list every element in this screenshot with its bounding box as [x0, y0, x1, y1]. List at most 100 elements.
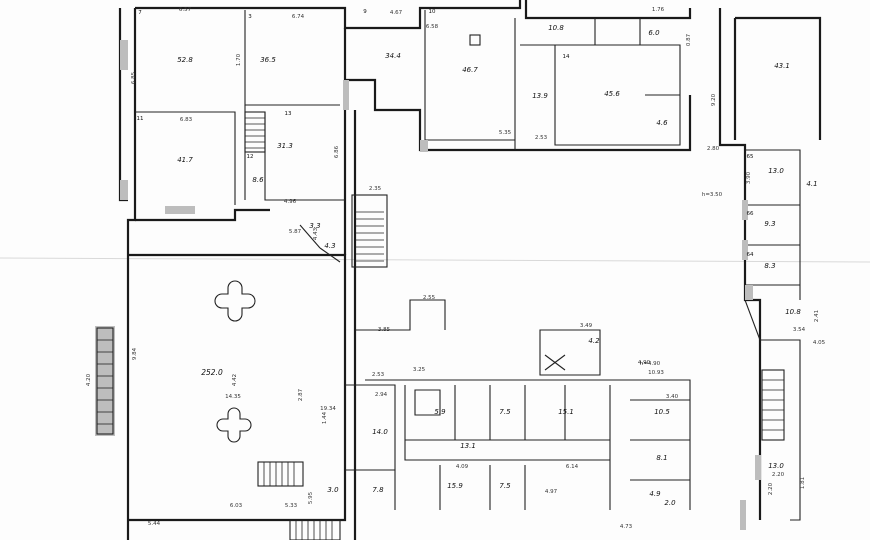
outer-walls	[118, 0, 822, 540]
dimension-label: 6.03	[230, 503, 243, 509]
dimension-label: 4.73	[620, 524, 633, 530]
dimension-label: 10.93	[648, 370, 664, 376]
room-number-r17: 64	[747, 252, 754, 258]
dimension-label: 2.35	[369, 186, 382, 192]
room-area-r17: 8.3	[764, 262, 775, 270]
dimension-label: 2.87	[298, 388, 304, 401]
room-area-r2: 36.5	[260, 56, 276, 64]
dimension-label: 4.42	[232, 374, 238, 386]
dimension-label: 3.90	[746, 171, 752, 184]
dimension-label: 4.05	[813, 340, 826, 346]
room-area-r19: 4.3	[324, 242, 335, 250]
column-cross-upper	[214, 280, 256, 322]
dimension-label: 4.96	[284, 199, 297, 205]
dimension-label: 0.87	[686, 33, 692, 46]
dimension-label: 9.84	[132, 347, 138, 360]
dimension-label: 6.14	[566, 464, 579, 470]
dimension-label: 4.43	[313, 227, 319, 240]
dimension-label: 2.20	[768, 482, 774, 495]
room-area-r24: 15.1	[558, 408, 574, 416]
room-area-r29: 15.9	[447, 482, 463, 490]
room-area-r30: 7.5	[499, 482, 511, 490]
dimension-label: 5.95	[308, 491, 314, 504]
room-area-r1: 52.8	[177, 56, 193, 64]
room-area-r32: 2.0	[664, 499, 676, 507]
dimension-label: 6.74	[292, 14, 305, 20]
room-area-r20: 252.0	[201, 368, 223, 377]
dimension-label: 4.67	[390, 10, 403, 16]
dimension-label: 1.76	[652, 7, 665, 13]
room-area-r15: 4.1	[806, 180, 817, 188]
height-labels: h=3.50h=4.90	[640, 192, 723, 367]
room-area-r3: 34.4	[385, 52, 401, 60]
room-area-r36: 3.0	[327, 486, 339, 494]
room-area-r26: 13.1	[460, 442, 476, 450]
dimension-label: 6.57	[179, 7, 192, 13]
dimension-label: 5.87	[289, 229, 302, 235]
dimension-label: 4.09	[456, 464, 469, 470]
room-area-r4: 46.7	[462, 66, 478, 74]
room-area-r8: 13.9	[532, 92, 548, 100]
room-area-r22: 5.9	[434, 408, 446, 416]
room-area-r35: 7.8	[372, 486, 384, 494]
dimension-label: 6.85	[131, 71, 137, 84]
staircase-right	[761, 369, 785, 441]
dimension-label: 3.49	[580, 323, 593, 329]
dimension-label: 4.97	[545, 489, 558, 495]
dimension-label: 2.20	[772, 472, 785, 478]
dimension-label: 6.83	[180, 117, 193, 123]
dimension-label: 2.53	[535, 135, 548, 141]
room-area-r28: 8.1	[656, 454, 667, 462]
room-number-r14: 65	[747, 154, 754, 160]
room-area-r33: 13.0	[768, 462, 784, 470]
dimension-label: 14.35	[225, 394, 241, 400]
room-area-r25: 10.5	[654, 408, 670, 416]
room-area-r13: 8.6	[252, 176, 264, 184]
room-area-r34: 4.2	[588, 337, 600, 345]
dimension-label: 1.44	[322, 411, 328, 424]
room-area-r12: 31.3	[277, 142, 293, 150]
room-area-r5: 10.8	[548, 24, 564, 32]
hatched-walls	[95, 40, 761, 530]
height-mark-label: h=3.50	[702, 192, 723, 198]
dimension-label: 2.55	[423, 295, 436, 301]
staircase-bottom-left	[257, 461, 304, 487]
room-number-r16: 66	[747, 211, 754, 217]
dimension-label: 5.33	[285, 503, 298, 509]
paper-fold-line	[0, 257, 870, 263]
dimension-label: 2.94	[375, 392, 388, 398]
dimension-label: 2.41	[814, 310, 820, 322]
dimension-label: 4.90	[638, 360, 651, 366]
interior-walls-lower	[128, 253, 801, 522]
staircase-center	[351, 194, 388, 268]
room-number-r11: 11	[137, 116, 144, 122]
room-number-r2: 3	[248, 14, 252, 20]
column-cross-lower	[216, 407, 252, 443]
room-number-r4: 10	[429, 9, 436, 15]
dimension-label: 1.81	[800, 477, 806, 489]
dimension-label: 3.85	[378, 327, 391, 333]
room-area-r16: 9.3	[764, 220, 775, 228]
dimension-label: 2.80	[707, 146, 720, 152]
room-area-r14: 13.0	[768, 167, 784, 175]
dimension-label: 3.54	[793, 327, 806, 333]
room-area-r10: 4.6	[656, 119, 668, 127]
room-area-r21: 10.8	[785, 308, 801, 316]
room-area-r23: 7.5	[499, 408, 511, 416]
dimension-label: 4.20	[86, 373, 92, 386]
dimension-label: 6.86	[334, 145, 340, 158]
dimension-label: 19.34	[320, 406, 336, 412]
staircase-left-upper	[244, 111, 266, 153]
staircase-bottom	[289, 519, 341, 540]
room-area-r18: 3.3	[309, 222, 320, 230]
dimension-label: 2.53	[372, 372, 385, 378]
door-swings	[299, 34, 566, 416]
dimension-label: 3.40	[666, 394, 679, 400]
room-area-r7: 43.1	[774, 62, 790, 70]
dimension-label: 3.25	[413, 367, 426, 373]
dimension-label: 5.35	[499, 130, 512, 136]
room-number-r9: 14	[563, 54, 570, 60]
